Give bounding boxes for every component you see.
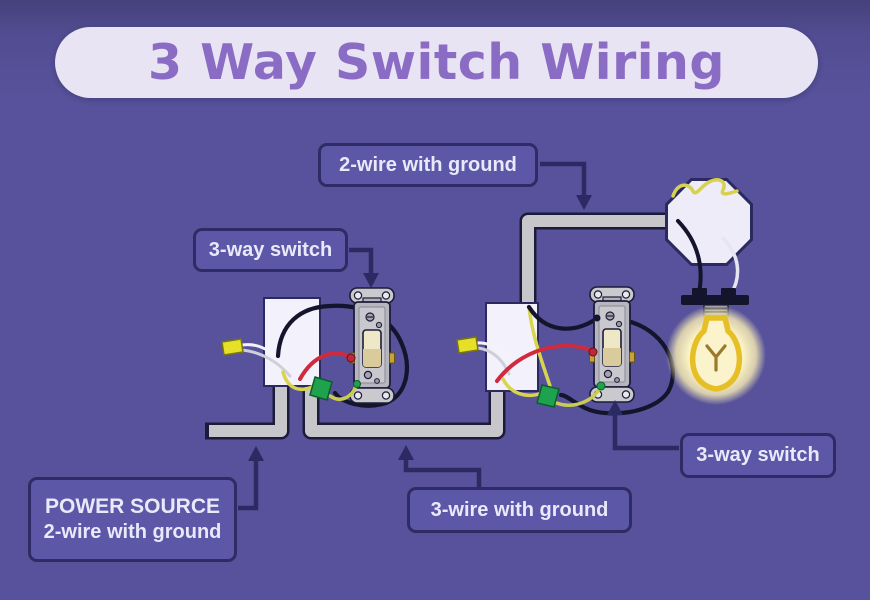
callout-arrows <box>238 161 679 511</box>
page-title: 3 Way Switch Wiring <box>147 34 726 91</box>
callout-bottom-cable-label: 3-wire with ground <box>430 498 609 521</box>
power-source-line2: 2-wire with ground <box>43 521 222 544</box>
fixture-bar <box>681 295 749 305</box>
octagon-junction-box <box>665 178 753 266</box>
callout-top-cable-label: 2-wire with ground <box>339 153 517 176</box>
callout-power-source: POWER SOURCE 2-wire with ground <box>28 477 237 562</box>
arrow-top-cable <box>540 161 592 210</box>
ground-wire <box>281 370 314 392</box>
bulb-filament <box>705 344 727 372</box>
green-wire-nut <box>536 384 560 408</box>
red-traveler-wire <box>298 351 353 381</box>
callout-right-switch-label: 3-way switch <box>696 444 820 466</box>
ground-wire-lower <box>501 377 544 398</box>
callout-bottom-cable: 3-wire with ground <box>407 487 632 533</box>
three-wire-conduit <box>302 380 506 440</box>
red-traveler-wire <box>495 343 595 383</box>
power-source-line1: POWER SOURCE <box>44 494 220 518</box>
title-banner: 3 Way Switch Wiring <box>55 27 818 98</box>
arrow-bottom-cable <box>398 445 482 488</box>
callout-left-switch-label: 3-way switch <box>208 238 333 261</box>
arrow-right-switch <box>607 400 679 451</box>
left-electrical-box <box>263 297 321 387</box>
ground-pigtail <box>552 386 602 407</box>
right-3-way-switch <box>588 286 636 403</box>
black-terminal <box>593 314 601 322</box>
light-fixture <box>666 219 766 405</box>
left-box-wires <box>240 303 409 408</box>
light-bulb <box>690 315 742 392</box>
callout-left-switch: 3-way switch <box>193 228 348 272</box>
power-source-conduit <box>205 380 290 440</box>
bare-wire <box>240 348 292 378</box>
yellow-wire-nut <box>221 338 244 356</box>
two-wire-light-conduit <box>519 212 676 306</box>
white-neutral-wire <box>476 341 509 366</box>
yellow-wire-nut <box>456 336 479 354</box>
black-hot-wire <box>526 304 599 331</box>
arrow-left-switch <box>349 247 379 288</box>
ground-wire-squiggle <box>671 178 739 198</box>
black-hot-wire-loop <box>558 319 675 416</box>
green-ground-screw <box>596 381 606 391</box>
black-drop-wire <box>676 219 703 295</box>
black-hot-wire <box>275 303 409 408</box>
right-box-wires <box>476 304 675 416</box>
ground-pigtail <box>328 384 358 401</box>
green-wire-nut <box>309 376 333 401</box>
callout-right-switch: 3-way switch <box>680 433 836 478</box>
green-ground-screw <box>353 380 361 388</box>
white-neutral-wire <box>240 343 290 371</box>
arrow-power-source <box>238 446 264 511</box>
callout-top-cable: 2-wire with ground <box>318 143 538 187</box>
connectors <box>221 314 606 408</box>
red-terminal <box>346 353 356 363</box>
ground-wire <box>527 305 552 388</box>
red-terminal <box>588 347 598 357</box>
